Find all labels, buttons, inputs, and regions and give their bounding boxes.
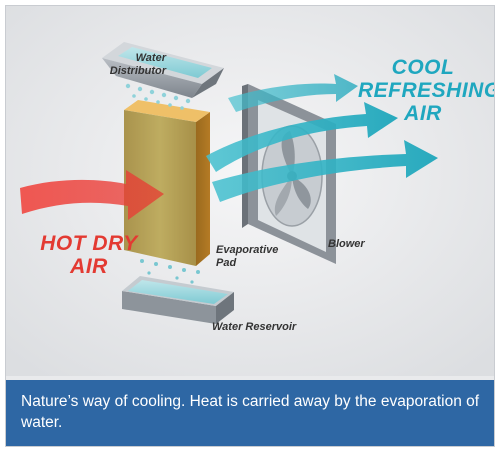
- evaporative-pad-label-line1: Evaporative: [216, 244, 279, 256]
- evaporative-pad: [124, 100, 210, 266]
- blower-label: Blower: [328, 238, 365, 251]
- water-distributor-label-line2: Distributor: [109, 65, 166, 77]
- evaporative-pad-label: Evaporative Pad: [216, 244, 278, 270]
- caption-text: Nature’s way of cooling. Heat is carried…: [21, 393, 480, 431]
- evaporative-cooler-diagram: [6, 6, 494, 376]
- cool-refreshing-air-callout: COOL REFRESHING AIR: [358, 56, 495, 125]
- hot-air-arrow: [20, 170, 164, 220]
- cool-air-line1: COOL: [391, 56, 455, 79]
- evaporative-pad-label-line2: Pad: [216, 257, 237, 269]
- drips-from-distributor: [125, 83, 191, 110]
- water-distributor: [102, 42, 224, 98]
- hot-dry-air-line1: HOT DRY: [40, 232, 138, 255]
- hot-dry-air-line2: AIR: [70, 255, 108, 278]
- blower-label-text: Blower: [328, 238, 365, 250]
- cool-air-line2: REFRESHING: [358, 79, 495, 102]
- hot-dry-air-callout: HOT DRY AIR: [34, 232, 144, 278]
- water-distributor-label-line1: Water: [135, 52, 166, 64]
- diagram-frame: Water Distributor Evaporative Pad Blower…: [5, 5, 495, 447]
- water-reservoir-label: Water Reservoir: [212, 321, 296, 334]
- cool-air-arrows: [206, 74, 438, 202]
- water-distributor-label: Water Distributor: [76, 52, 166, 78]
- water-reservoir-label-text: Water Reservoir: [212, 321, 297, 333]
- drips-below-pad: [140, 259, 200, 284]
- water-reservoir: [122, 276, 234, 324]
- cool-air-line3: AIR: [404, 102, 442, 125]
- caption-bar: Nature’s way of cooling. Heat is carried…: [6, 380, 494, 446]
